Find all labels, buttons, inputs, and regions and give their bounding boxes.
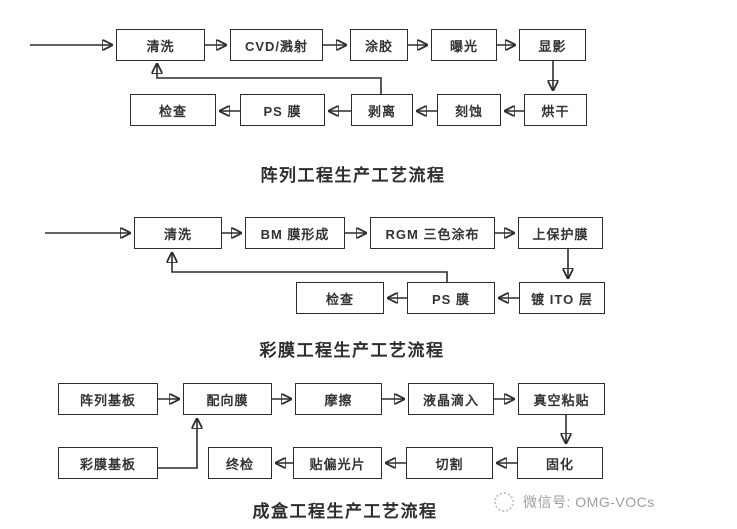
step-polarizer-attaching: 贴偏光片 <box>293 447 382 479</box>
step-cutting: 切割 <box>406 447 493 479</box>
step-cvd-sputtering: CVD/溅射 <box>230 29 323 61</box>
wechat-logo-icon <box>494 492 514 512</box>
step-lc-dropping: 液晶滴入 <box>408 383 494 415</box>
step-cleaning-1: 清洗 <box>116 29 205 61</box>
step-ps-film-1: PS 膜 <box>240 94 325 126</box>
step-vacuum-bonding: 真空粘贴 <box>518 383 605 415</box>
step-curing: 固化 <box>517 447 603 479</box>
step-protective-film: 上保护膜 <box>518 217 603 249</box>
step-development: 显影 <box>519 29 586 61</box>
colorfilter-process-arrows <box>45 233 568 298</box>
chart-title-colorfilter: 彩膜工程生产工艺流程 <box>259 341 445 360</box>
step-inspection-1: 检查 <box>130 94 216 126</box>
step-bm-film-formation: BM 膜形成 <box>245 217 345 249</box>
step-cf-substrate: 彩膜基板 <box>58 447 158 479</box>
wechat-id-label: 微信号: OMG-VOCs <box>523 494 655 510</box>
cell-process-arrows <box>158 399 566 469</box>
step-etching: 刻蚀 <box>437 94 501 126</box>
step-array-substrate: 阵列基板 <box>58 383 158 415</box>
step-ito-plating: 镀 ITO 层 <box>519 282 605 314</box>
step-cleaning-2: 清洗 <box>134 217 222 249</box>
step-photoresist-coating: 涂胶 <box>350 29 408 61</box>
step-drying: 烘干 <box>524 94 587 126</box>
step-alignment-film: 配向膜 <box>183 383 272 415</box>
step-rubbing: 摩擦 <box>295 383 382 415</box>
step-inspection-2: 检查 <box>296 282 384 314</box>
step-stripping: 剥离 <box>351 94 413 126</box>
wechat-watermark: 微信号: OMG-VOCs <box>494 492 655 512</box>
step-ps-film-2: PS 膜 <box>407 282 495 314</box>
step-exposure: 曝光 <box>431 29 497 61</box>
step-rgb-coating: RGM 三色涂布 <box>370 217 495 249</box>
chart-title-cell: 成盒工程生产工艺流程 <box>252 502 438 521</box>
chart-title-array: 阵列工程生产工艺流程 <box>260 166 446 185</box>
array-process-arrows <box>30 45 553 111</box>
step-final-inspection: 终检 <box>208 447 272 479</box>
